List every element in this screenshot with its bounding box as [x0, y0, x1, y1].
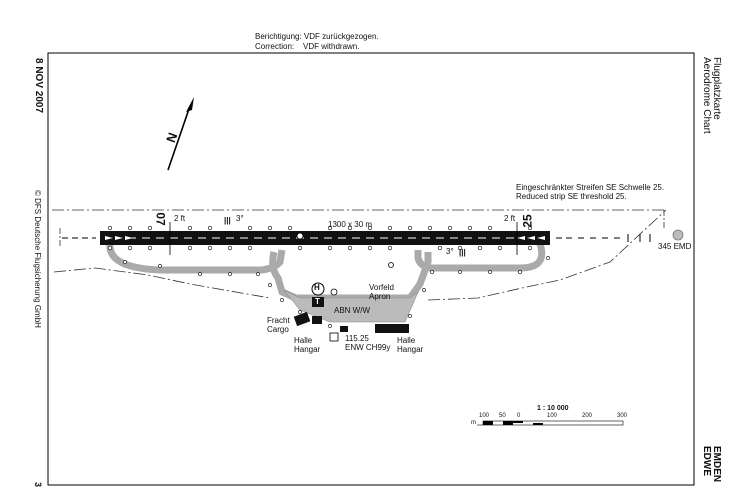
- north-arrow-shaft: [167, 105, 191, 171]
- scale-unit: m: [471, 420, 476, 426]
- slope-east: 2 ft: [504, 214, 516, 223]
- scale-title: 1 : 10 000: [537, 405, 569, 412]
- scale-tick-300: 300: [617, 413, 628, 419]
- taxiway-connector: [269, 251, 432, 302]
- runway-designator-25: 25: [520, 214, 535, 228]
- taxiway-edge-lights: [123, 256, 550, 328]
- runway-dimensions: 1300 x 30 m: [328, 220, 373, 229]
- label-cargo: Cargo: [267, 325, 289, 334]
- label-vorfeld: Vorfeld: [369, 283, 394, 292]
- correction-note-en-label: Correction:: [255, 42, 295, 51]
- tower-letter: T: [315, 297, 320, 306]
- helipad-letter: H: [314, 283, 320, 292]
- ndb-emd-symbol: [672, 229, 684, 241]
- scale-tick-100: 100: [547, 413, 558, 419]
- papi-icon-west: |||: [224, 216, 231, 225]
- label-apron: Apron: [369, 292, 391, 301]
- taxiway-west: [106, 243, 286, 274]
- scale-tick-100w: 100: [479, 413, 490, 419]
- slope-west: 2 ft: [174, 214, 186, 223]
- boundary-sw: [53, 267, 271, 299]
- correction-note-de: Berichtigung: VDF zurückgezogen.: [255, 32, 379, 41]
- strip-note-de: Eingeschränkter Streifen SE Schwelle 25.: [516, 183, 665, 192]
- label-fracht: Fracht: [267, 316, 290, 325]
- scale-tick-200: 200: [582, 413, 593, 419]
- label-vor-freq: 115.25: [345, 334, 369, 343]
- strip-note-en: Reduced strip SE threshold 25.: [516, 192, 627, 201]
- papi-angle-east: 3°: [446, 247, 454, 256]
- reference-point: [296, 232, 304, 240]
- abn-beacon: [330, 288, 338, 296]
- label-halle-west: Halle: [294, 336, 313, 345]
- scale-tick-50: 50: [499, 413, 506, 419]
- taxiway-east: [414, 242, 546, 272]
- boundary-se: [427, 209, 667, 301]
- tower-box: [312, 297, 324, 307]
- runway-designator-07: 07: [153, 212, 168, 226]
- ndb-label: 345 EMD: [658, 242, 692, 251]
- north-arrow-head: [186, 97, 194, 112]
- runway-edge-lights: [107, 225, 533, 251]
- small-building: [340, 326, 348, 332]
- windsock: [388, 262, 394, 268]
- runway-arrows-west: [105, 236, 133, 240]
- label-halle-east: Halle: [397, 336, 416, 345]
- label-hangar-east: Hangar: [397, 345, 424, 354]
- hangar-west: [312, 316, 322, 324]
- scale-bar: [477, 420, 624, 426]
- hangar-east: [375, 324, 409, 333]
- papi-angle-west: 3°: [236, 214, 244, 223]
- label-vor-ident: ENW CH99y: [345, 343, 391, 352]
- approach-lights-east: [556, 234, 651, 242]
- papi-icon-east: |||: [459, 248, 466, 257]
- correction-note-en-text: VDF withdrawn.: [303, 42, 360, 51]
- vor-symbol: [329, 332, 339, 342]
- chart-frame: [47, 52, 695, 486]
- label-hangar-west: Hangar: [294, 345, 321, 354]
- label-abn: ABN W/W: [334, 306, 370, 315]
- helipad-circle: [311, 282, 325, 296]
- cargo-building: [293, 311, 311, 327]
- scale-tick-0: 0: [517, 413, 521, 419]
- runway-arrows-east: [517, 236, 545, 240]
